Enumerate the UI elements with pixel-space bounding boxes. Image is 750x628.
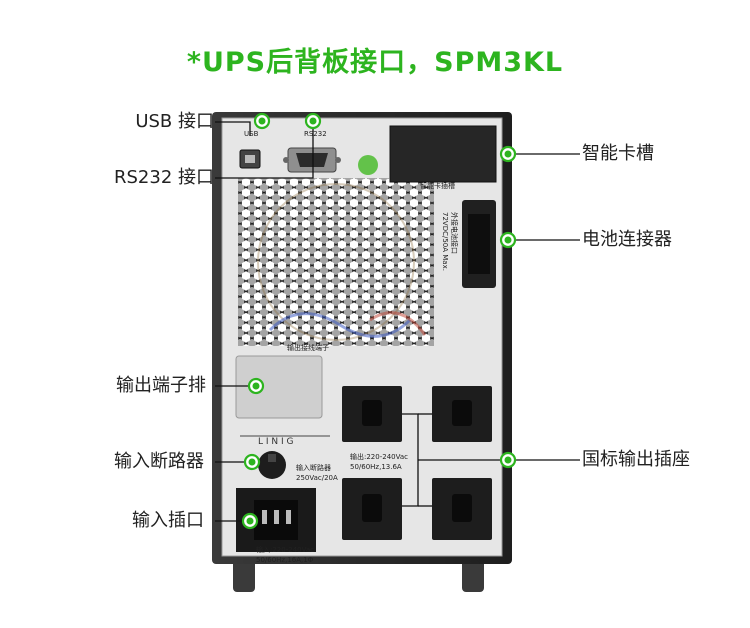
marker-battery-icon: [499, 231, 517, 249]
callout-markers: [241, 112, 517, 530]
smart-slot-small-label: 智能卡插槽: [420, 181, 455, 190]
marker-output-terminal-icon: [247, 377, 265, 395]
label-output-terminal: 输出端子排: [116, 375, 206, 396]
marker-gb-output-icon: [499, 451, 517, 469]
fan-grille: [238, 178, 434, 346]
gb-output-sockets: [342, 386, 492, 540]
breaker-rating-label: 250Vac/20A: [296, 474, 338, 482]
usb-port-label: USB: [244, 130, 259, 138]
input-breaker: [258, 451, 286, 479]
smart-card-slot: [389, 125, 497, 183]
rs232-port-label: RS232: [304, 130, 327, 138]
output-rating-label-1: 输出:220-240Vac: [350, 452, 408, 461]
battery-port-label: 外接电池接口: [450, 212, 459, 254]
output-rating-label-2: 50/60Hz,13.6A: [350, 463, 402, 471]
label-input-socket: 输入插口: [132, 510, 204, 531]
breaker-name-label: 输入断路器: [296, 463, 331, 472]
label-rs232: RS232 接口: [113, 167, 214, 188]
output-terminal-small-label: 输出接线端子: [287, 343, 329, 352]
label-smart-slot: 智能卡槽: [582, 143, 654, 164]
marker-breaker-icon: [243, 453, 261, 471]
foot-left: [233, 556, 255, 592]
page-title: *UPS后背板接口，SPM3KL: [186, 47, 564, 78]
label-input-breaker: 输入断路器: [114, 451, 204, 472]
label-usb: USB 接口: [135, 111, 214, 132]
battery-connector: [462, 200, 496, 288]
input-rating-label-2: 50/60Hz,16A,1Φ: [256, 556, 314, 564]
output-terminal-cover: [235, 355, 323, 419]
linig-label: L I N I G: [258, 437, 293, 447]
label-gb-output-socket: 国标输出插座: [582, 449, 690, 470]
battery-rating-label: 72VDC/50A Max.: [441, 212, 449, 271]
marker-rs232-icon: [304, 112, 322, 130]
input-rating-label-1: 输入:220-240Vac: [256, 545, 314, 554]
marker-input-socket-icon: [241, 512, 259, 530]
marker-smart-slot-icon: [499, 145, 517, 163]
marker-usb-icon: [253, 112, 271, 130]
foot-right: [462, 556, 484, 592]
label-battery-connector: 电池连接器: [582, 229, 672, 250]
certification-sticker: [358, 155, 378, 175]
